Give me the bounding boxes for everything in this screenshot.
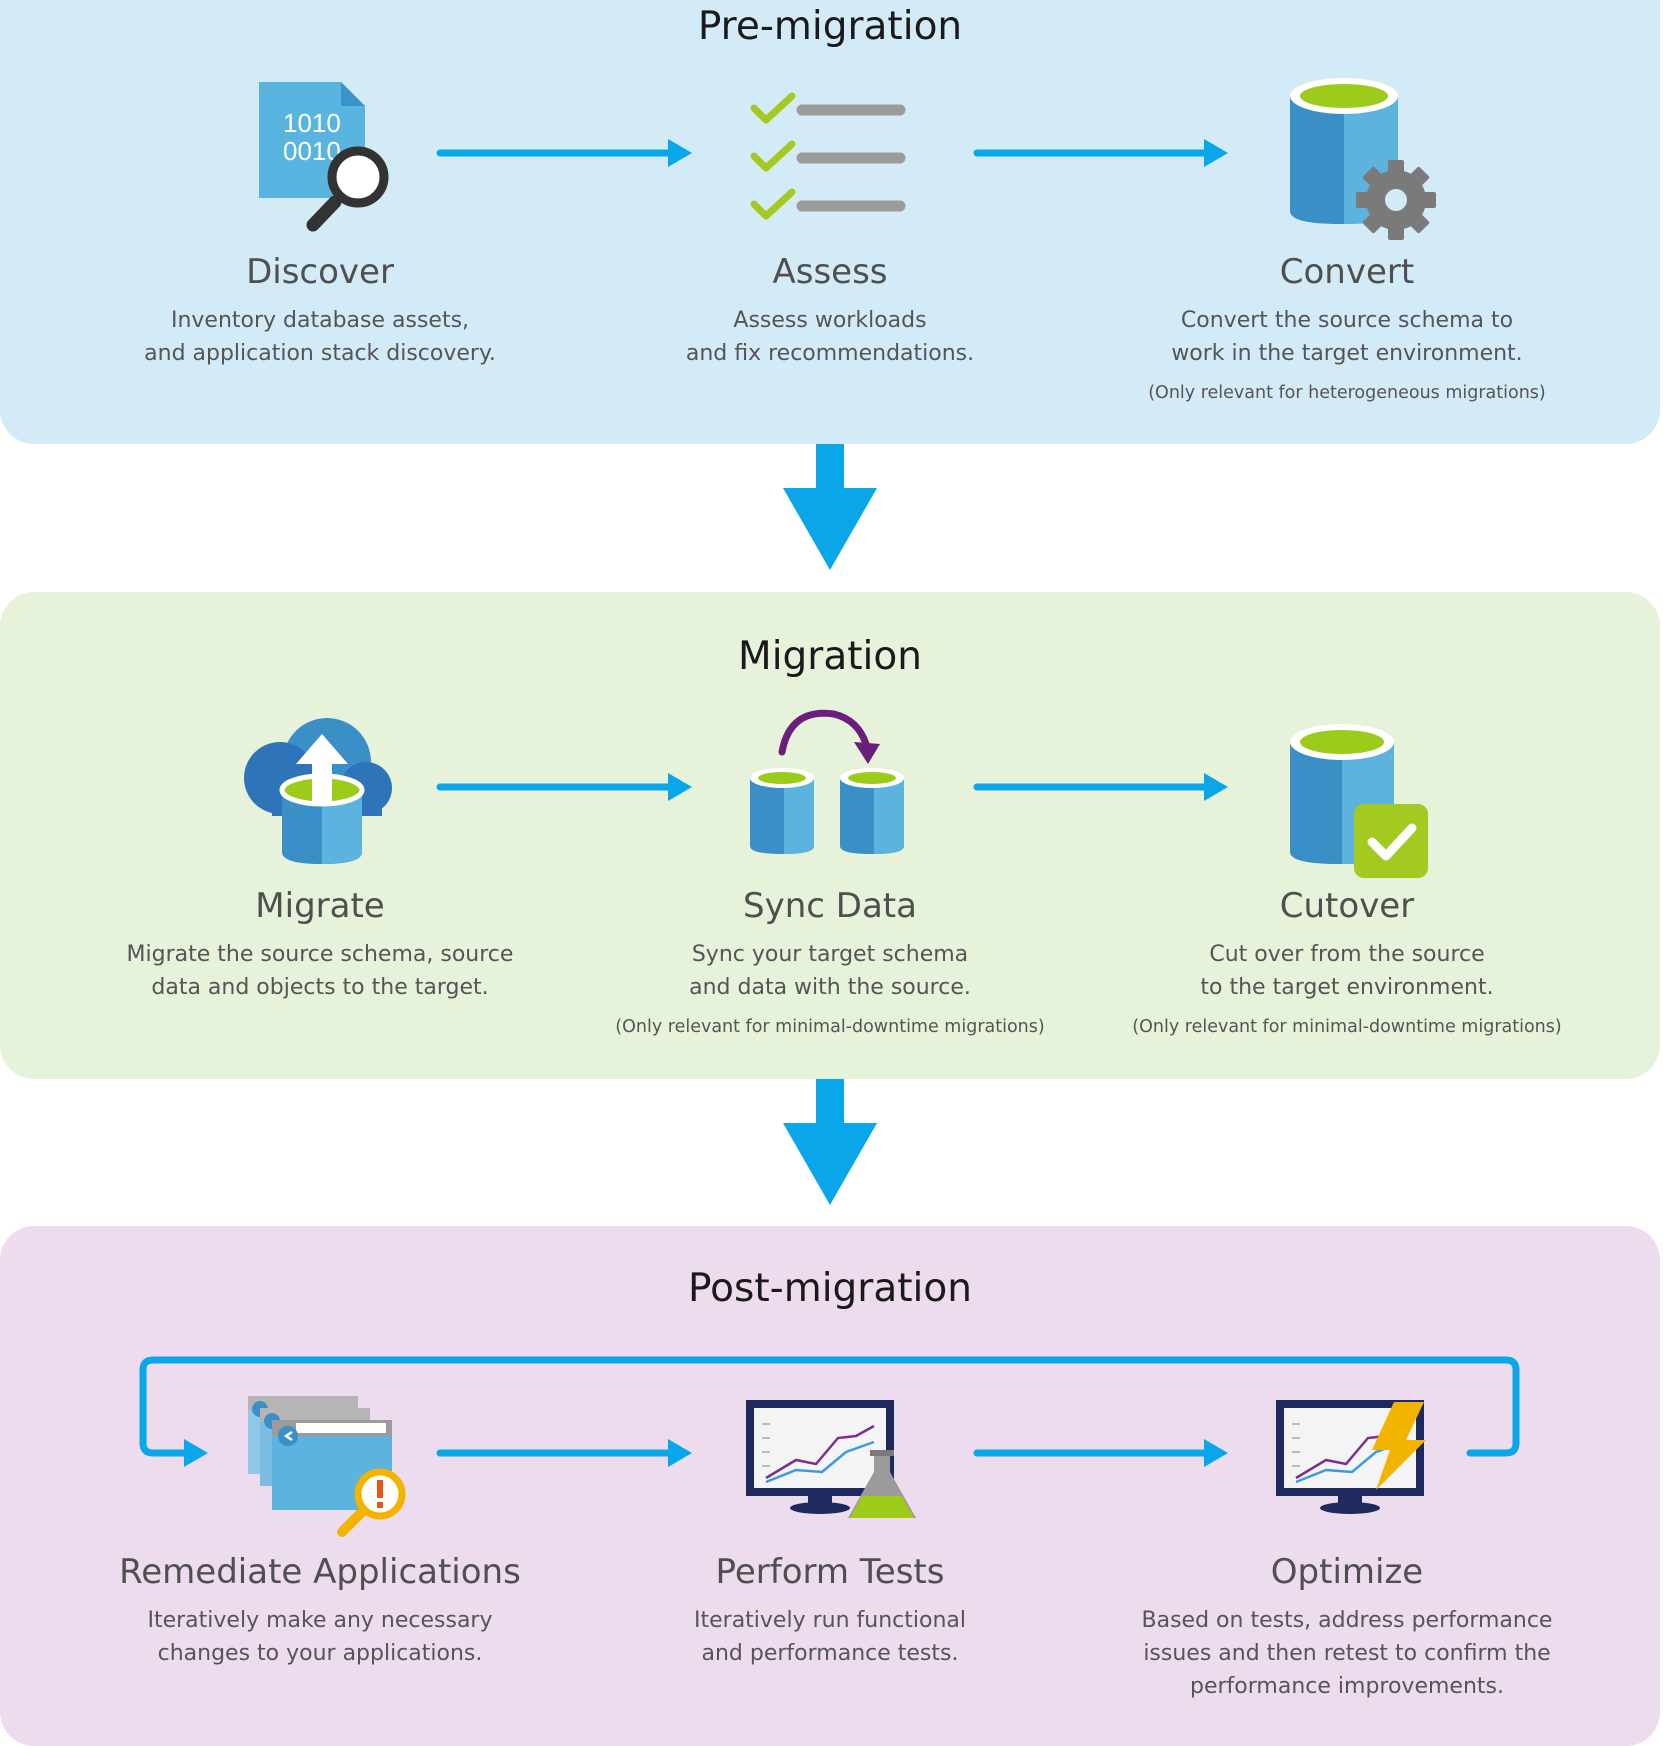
step-title: Perform Tests (715, 1552, 945, 1592)
step-title: Assess (772, 252, 888, 292)
step-remediate-applications: Remediate Applications Iteratively make … (60, 1552, 580, 1670)
step-description: Migrate the source schema, source data a… (126, 942, 514, 1000)
step-title: Sync Data (743, 886, 917, 926)
post-migration-title: Post-migration (688, 1266, 972, 1311)
database-sync-icon (750, 709, 904, 854)
arrow-migrate-to-sync (436, 773, 692, 801)
arrow-pre-to-migration (783, 444, 877, 570)
monitor-chart-lightning-icon (1276, 1400, 1426, 1514)
step-title: Discover (246, 252, 394, 292)
binary-document-search-icon: 1010 0010 (259, 82, 389, 232)
step-title: Cutover (1279, 886, 1415, 926)
step-description: Based on tests, address performance issu… (1141, 1608, 1553, 1699)
step-description: Sync your target schema and data with th… (689, 942, 971, 1000)
step-note: (Only relevant for heterogeneous migrati… (1148, 383, 1546, 403)
step-note: (Only relevant for minimal-downtime migr… (615, 1017, 1045, 1037)
step-description: Inventory database assets, and applicati… (144, 308, 496, 366)
step-description: Assess workloads and fix recommendations… (685, 308, 975, 366)
step-optimize: Optimize Based on tests, address perform… (1087, 1552, 1607, 1703)
step-description: Cut over from the source to the target e… (1200, 942, 1494, 1000)
migration-title: Migration (738, 634, 922, 679)
step-title: Optimize (1270, 1552, 1424, 1592)
step-description: Iteratively run functional and performan… (694, 1608, 966, 1666)
step-discover: Discover Inventory database assets, and … (60, 252, 580, 370)
flow-connectors (139, 139, 1520, 1467)
step-convert: Convert Convert the source schema to wor… (1087, 252, 1607, 405)
step-sync-data: Sync Data Sync your target schema and da… (570, 886, 1090, 1039)
step-perform-tests: Perform Tests Iteratively run functional… (570, 1552, 1090, 1670)
application-warning-search-icon (248, 1396, 406, 1537)
cloud-upload-database-icon (244, 718, 392, 864)
arrow-sync-to-cutover (973, 773, 1228, 801)
arrow-migration-to-post (783, 1079, 877, 1205)
step-title: Remediate Applications (119, 1552, 521, 1592)
monitor-chart-flask-icon (746, 1400, 916, 1518)
checklist-icon (750, 92, 906, 220)
step-title: Convert (1279, 252, 1415, 292)
arrow-optimize-loop-back (139, 1356, 1520, 1467)
arrow-tests-to-optimize (973, 1439, 1228, 1467)
svg-text:1010: 1010 (283, 108, 341, 138)
arrow-remediate-to-tests (436, 1439, 692, 1467)
arrow-discover-to-assess (436, 139, 692, 167)
step-description: Iteratively make any necessary changes t… (147, 1608, 493, 1666)
arrow-assess-to-convert (973, 139, 1228, 167)
step-cutover: Cutover Cut over from the source to the … (1087, 886, 1607, 1039)
step-migrate: Migrate Migrate the source schema, sourc… (60, 886, 580, 1004)
pre-migration-title: Pre-migration (697, 4, 963, 49)
svg-text:0010: 0010 (283, 136, 341, 166)
step-assess: Assess Assess workloads and fix recommen… (570, 252, 1090, 370)
step-description: Convert the source schema to work in the… (1171, 308, 1523, 366)
step-title: Migrate (255, 886, 385, 926)
database-gear-icon (1290, 78, 1436, 240)
database-check-icon (1290, 724, 1428, 878)
step-note: (Only relevant for minimal-downtime migr… (1132, 1017, 1562, 1037)
